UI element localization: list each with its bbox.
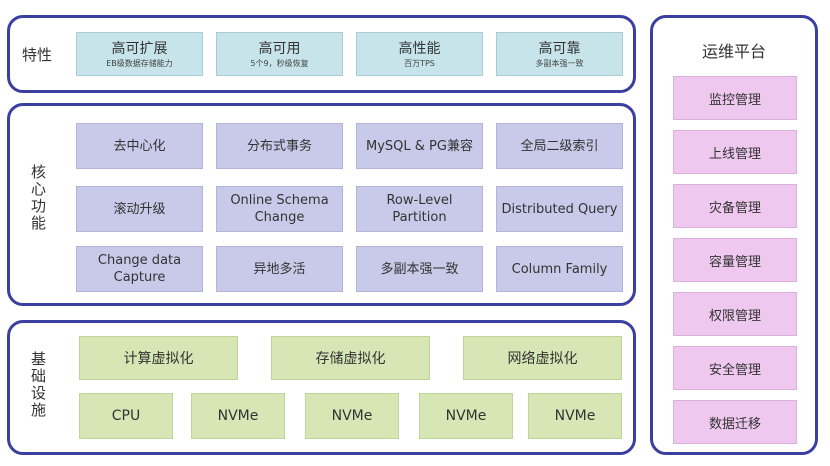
ops-item: 上线管理 [673,130,797,174]
infra-label: 基础设施 [29,351,47,419]
ops-item: 数据迁移 [673,400,797,444]
core-item: Distributed Query [496,186,623,232]
core-item: Change data Capture [76,246,203,292]
virtualization-item: 存储虚拟化 [271,336,430,380]
core-panel: 核心功能 去中心化 分布式事务 MySQL & PG兼容 全局二级索引 滚动升级… [7,103,636,306]
virtualization-item: 计算虚拟化 [79,336,238,380]
feature-title: 高可靠 [538,40,581,57]
core-item: 滚动升级 [76,186,203,232]
hardware-item: CPU [79,393,173,439]
feature-box-scalable: 高可扩展 EB级数据存储能力 [76,32,203,76]
features-label: 特性 [22,46,53,64]
core-item: 全局二级索引 [496,123,623,169]
infra-panel: 基础设施 计算虚拟化 存储虚拟化 网络虚拟化 CPU NVMe NVMe NVM… [7,320,636,455]
ops-item: 权限管理 [673,292,797,336]
feature-subtitle: 5个9，秒级恢复 [250,58,309,68]
core-label: 核心功能 [29,164,47,232]
features-panel: 特性 高可扩展 EB级数据存储能力 高可用 5个9，秒级恢复 高性能 百万TPS… [7,15,636,93]
hardware-item: NVMe [419,393,513,439]
feature-subtitle: 百万TPS [404,58,435,68]
ops-item: 安全管理 [673,346,797,390]
core-item: 异地多活 [216,246,343,292]
ops-item: 容量管理 [673,238,797,282]
core-item: Column Family [496,246,623,292]
core-item: 多副本强一致 [356,246,483,292]
core-item: MySQL & PG兼容 [356,123,483,169]
hardware-item: NVMe [305,393,399,439]
hardware-item: NVMe [528,393,622,439]
feature-title: 高性能 [398,40,441,57]
ops-title: 运维平台 [701,42,766,61]
feature-box-reliable: 高可靠 多副本强一致 [496,32,623,76]
feature-box-performance: 高性能 百万TPS [356,32,483,76]
hardware-item: NVMe [191,393,285,439]
feature-box-available: 高可用 5个9，秒级恢复 [216,32,343,76]
core-item: 去中心化 [76,123,203,169]
ops-item: 灾备管理 [673,184,797,228]
core-item: Online Schema Change [216,186,343,232]
feature-subtitle: EB级数据存储能力 [106,58,173,68]
feature-title: 高可扩展 [111,40,168,57]
feature-title: 高可用 [258,40,301,57]
virtualization-item: 网络虚拟化 [463,336,622,380]
feature-subtitle: 多副本强一致 [535,58,584,68]
ops-panel: 运维平台 监控管理 上线管理 灾备管理 容量管理 权限管理 安全管理 数据迁移 [650,15,818,455]
ops-item: 监控管理 [673,76,797,120]
core-item: Row-Level Partition [356,186,483,232]
core-item: 分布式事务 [216,123,343,169]
